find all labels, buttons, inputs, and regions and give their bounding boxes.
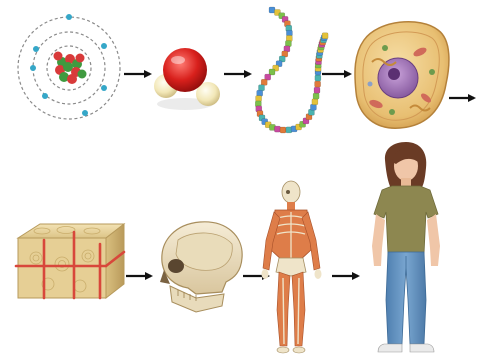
chain-bead [322,33,328,39]
chain-bead [269,7,275,13]
chain-bead [310,104,316,110]
bone-tissue-icon [16,224,124,298]
macromolecule-chain-icon [255,7,328,133]
skull-icon [160,222,242,312]
chain-bead [274,126,280,132]
chain-bead [315,81,321,87]
chain-bead [315,75,321,81]
chain-bead [261,79,267,85]
musculoskeletal-system-icon [262,181,322,353]
cell-icon [355,22,449,128]
atom-icon [18,14,120,119]
chain-bead [257,90,263,96]
chain-bead [259,85,265,91]
human-figure-icon [372,142,440,352]
chain-bead [314,87,320,93]
chain-bead [312,99,318,105]
water-molecule-icon [154,48,220,110]
chain-bead [313,93,319,99]
chain-bead [280,127,286,133]
